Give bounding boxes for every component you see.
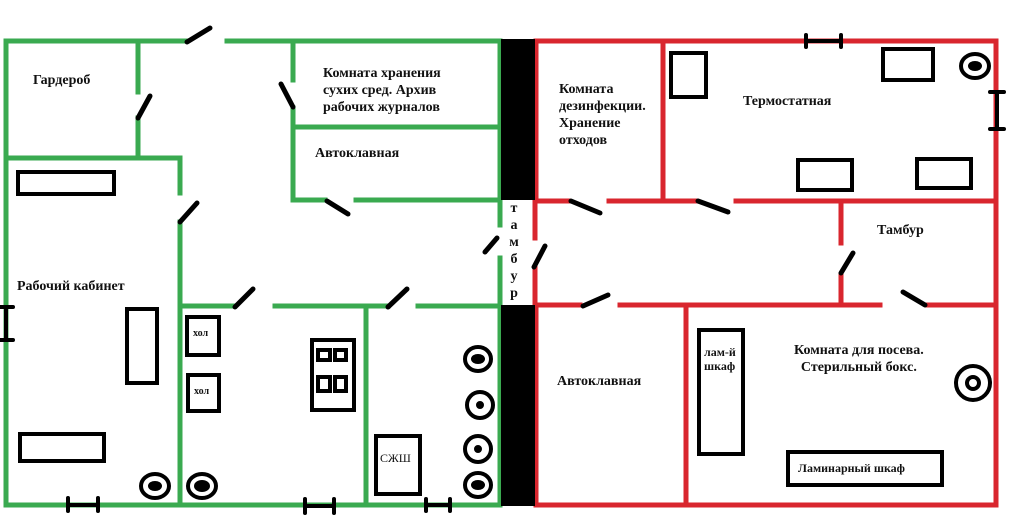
burner [333,348,348,362]
vertical-letter: у [510,269,518,284]
window-icon [804,33,843,49]
sink-icon [463,471,493,499]
room-label-office: Рабочий кабинет [17,279,125,294]
room-label-sowing-room: Комната для посева. Стерильный бокс. [794,342,924,376]
sink-icon [463,345,493,373]
laminar-cabinet-label: Ламинарный шкаф [798,461,905,475]
sink-icon [139,472,171,500]
room-label-line: рабочих журналов [323,100,440,115]
room-label-line: Комната [559,82,614,97]
door-swing-icon[interactable] [232,286,256,310]
cabinet [125,307,159,385]
fridge-label: хол [194,386,210,397]
room-label-line: Комната хранения [323,66,441,81]
door-swing-icon[interactable] [324,198,351,217]
room-label-vestibule-center: т а м б у р [507,200,521,302]
window-icon [0,305,15,342]
door-swing-icon[interactable] [385,286,410,310]
right-wing-walls [532,38,999,508]
furniture [16,47,973,496]
room-label-line: Комната для посева. [794,343,924,358]
room-label-line: дезинфекции. [559,99,646,114]
partition-wall-lower [501,305,535,506]
door-swing-icon[interactable] [135,93,153,121]
partition-wall-upper [501,39,535,200]
room-label-dry-media-storage: Комната хранения сухих сред. Архив рабоч… [323,65,441,116]
laminar-cabinet-box [786,450,944,487]
room-label-autoclave-left: Автоклавная [315,146,400,161]
dry-heat-cabinet-label: СЖШ [380,451,411,465]
window-icon [988,90,1006,131]
equipment-label-line: шкаф [704,359,736,373]
room-label-autoclave-right: Автоклавная [557,374,642,389]
room-label-line: Стерильный бокс. [800,360,917,375]
burner [316,348,332,362]
window-icon [66,496,100,513]
vertical-letter: т [510,201,518,216]
sink-icon [463,434,493,464]
burner [316,375,332,393]
door-swing-icon[interactable] [695,198,731,215]
thermostat-unit [915,157,973,190]
door-swing-icon[interactable] [531,243,548,270]
cabinet [669,51,708,99]
door-swing-icon[interactable] [482,235,500,255]
sink-icon [959,52,991,80]
sinks [139,52,992,500]
sink-icon [465,390,495,420]
vertical-letter: б [510,252,518,267]
room-label-line: отходов [559,133,608,148]
vertical-letter: а [510,218,518,233]
laminar-cabinet-short-box [697,328,745,456]
sink-icon [186,472,218,500]
room-label-wardrobe: Гардероб [33,73,91,88]
dry-heat-cabinet-box [374,434,422,496]
room-label-line: сухих сред. Архив [323,83,437,98]
window-icon [424,497,452,513]
thermostat-unit [881,47,935,82]
fridge-box [185,315,221,357]
door-swing-icon[interactable] [184,25,213,45]
windows [0,33,1006,515]
burner [333,375,348,393]
door-swing-icon[interactable] [177,200,200,225]
desk [16,170,116,196]
laminar-cabinet-short-label: лам-й шкаф [704,345,736,373]
room-label-disinfection: Комната дезинфекции. Хранение отходов [559,81,646,149]
window-icon [303,497,336,515]
desk [18,432,106,463]
stove-icon [310,338,356,412]
room-label-thermostat: Термостатная [743,94,832,109]
fridge-box [186,373,221,413]
vertical-letter: м [509,235,519,250]
room-label-vestibule-right: Тамбур [877,223,924,238]
sink-icon [954,364,992,402]
equipment-label-line: лам-й [704,345,736,359]
door-swing-icon[interactable] [838,250,856,276]
room-label-line: Хранение [559,116,621,131]
stove-burners [316,348,348,393]
doors [135,25,928,310]
thermostat-unit [796,158,854,192]
door-swing-icon[interactable] [900,289,928,308]
door-swing-icon[interactable] [278,81,296,110]
vertical-letter: р [510,286,518,301]
door-swing-icon[interactable] [580,292,611,309]
fridge-label: хол [193,328,209,339]
door-swing-icon[interactable] [568,198,603,216]
